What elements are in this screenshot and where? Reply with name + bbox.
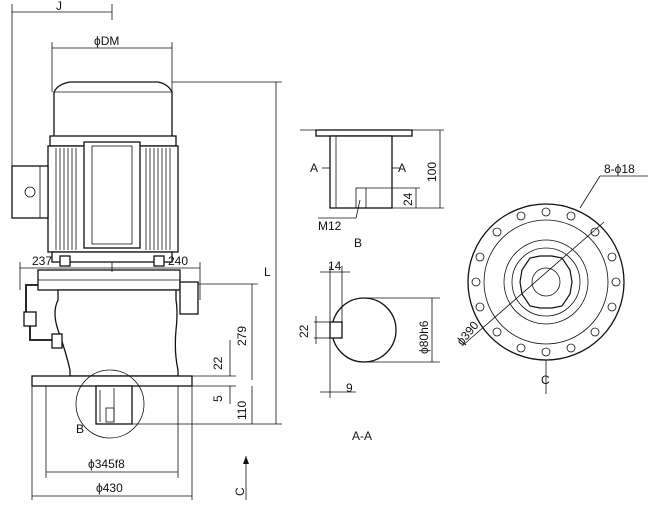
motor-fins xyxy=(55,148,171,250)
dim-22b-label: 22 xyxy=(297,324,311,338)
dim-5-label: 5 xyxy=(211,395,225,402)
dim-80-label: ϕ80h6 xyxy=(417,320,431,354)
pump-casing xyxy=(54,289,179,377)
view-c-marker: C xyxy=(233,487,247,496)
bolt-holes xyxy=(471,207,621,357)
holes-label: 8-ϕ18 xyxy=(604,162,635,176)
view-c-title: C xyxy=(541,373,550,387)
motor-top-cap xyxy=(53,81,173,139)
section-a-left: A xyxy=(310,161,318,175)
shaft-body xyxy=(329,135,393,209)
dim-240-label: 240 xyxy=(168,254,188,268)
dim-279-label: 279 xyxy=(235,326,249,346)
dim-345-label: ϕ345f8 xyxy=(88,457,125,471)
detail-b-view: A A 100 24 M12 B xyxy=(300,129,444,250)
dim-14-label: 14 xyxy=(328,259,342,273)
section-aa-title: A-A xyxy=(352,429,372,443)
dim-110-label: 110 xyxy=(235,401,249,420)
dim-j-label: J xyxy=(56,0,62,13)
dim-9-label: 9 xyxy=(346,381,353,395)
motor-nameplate xyxy=(83,141,141,249)
detail-b-circle xyxy=(75,369,145,439)
view-c-flange: ϕ390 8-ϕ18 C xyxy=(454,162,648,394)
side-bracket xyxy=(179,281,199,315)
pump-base-flange xyxy=(31,375,193,387)
thread-m12-label: M12 xyxy=(318,219,342,233)
dim-390-label: ϕ390 xyxy=(454,318,482,348)
keyway xyxy=(329,321,343,339)
terminal-box xyxy=(11,165,49,219)
detail-b-label: B xyxy=(76,422,84,436)
dim-24-label: 24 xyxy=(401,192,415,206)
dim-l-label: L xyxy=(264,265,271,279)
dim-237-label: 237 xyxy=(32,254,52,268)
section-a-right: A xyxy=(398,161,406,175)
dim-dm-label: ϕDM xyxy=(94,34,119,48)
dim-22-label: 22 xyxy=(211,356,225,370)
spline-profile xyxy=(519,255,573,309)
dim-100-label: 100 xyxy=(425,162,439,182)
detail-b-title: B xyxy=(354,236,362,250)
section-aa-view: 14 22 ϕ80h6 9 A-A xyxy=(297,259,440,443)
pump-elevation-view: J ϕDM xyxy=(11,0,282,500)
dim-430-label: ϕ430 xyxy=(96,481,123,495)
flange-outer xyxy=(467,203,625,361)
